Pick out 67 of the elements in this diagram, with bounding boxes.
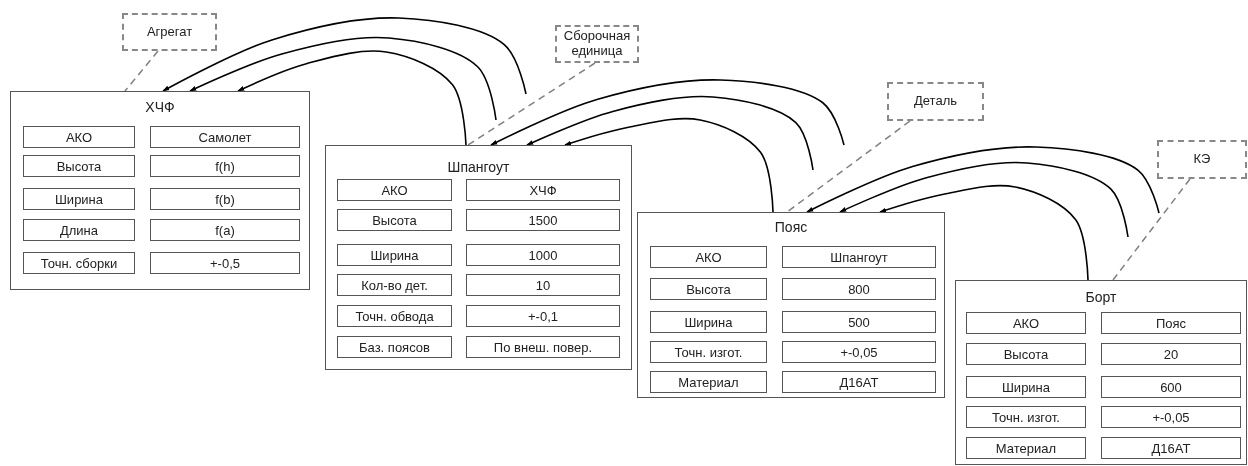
- table-cell: АКО: [337, 179, 452, 201]
- table-cell: Ширина: [966, 376, 1086, 398]
- table-cell: Высота: [337, 209, 452, 231]
- table-cell: Шпангоут: [782, 246, 936, 268]
- table-cell: 600: [1101, 376, 1241, 398]
- table-cell: АКО: [23, 126, 135, 148]
- table-cell: Ширина: [23, 188, 135, 210]
- table-cell: ХЧФ: [466, 179, 620, 201]
- table-cell: 20: [1101, 343, 1241, 365]
- table-cell: +-0,5: [150, 252, 300, 274]
- arrow: [839, 161, 1129, 238]
- frame-title: Борт: [1084, 289, 1118, 305]
- table-cell: Д16АТ: [782, 371, 936, 393]
- arrow: [879, 184, 1089, 281]
- leader-line: [786, 120, 911, 213]
- dashed-callout-box: Сборочная единица: [555, 25, 639, 63]
- table-cell: Баз. поясов: [337, 336, 452, 358]
- table-cell: Точн. изгот.: [966, 406, 1086, 428]
- table-cell: Самолет: [150, 126, 300, 148]
- dashed-callout-box: КЭ: [1157, 140, 1247, 179]
- table-cell: f(b): [150, 188, 300, 210]
- table-cell: +-0,05: [782, 341, 936, 363]
- leader-line: [467, 62, 596, 146]
- table-cell: Ширина: [650, 311, 767, 333]
- table-cell: Материал: [966, 437, 1086, 459]
- table-cell: 1500: [466, 209, 620, 231]
- table-cell: +-0,1: [466, 305, 620, 327]
- table-cell: Материал: [650, 371, 767, 393]
- table-cell: Длина: [23, 219, 135, 241]
- dashed-callout-box: Деталь: [887, 82, 984, 121]
- frame-box: [10, 91, 310, 290]
- table-cell: 800: [782, 278, 936, 300]
- arrow: [526, 95, 814, 171]
- arrow: [189, 36, 497, 121]
- arrow: [490, 79, 845, 146]
- table-cell: Высота: [650, 278, 767, 300]
- frame-title: Пояс: [773, 219, 809, 235]
- table-cell: Ширина: [337, 244, 452, 266]
- leader-line: [1112, 178, 1191, 281]
- table-cell: Точн. изгот.: [650, 341, 767, 363]
- dashed-callout-box: Агрегат: [122, 13, 217, 51]
- leader-line: [124, 50, 159, 92]
- frame-title: ХЧФ: [144, 99, 176, 115]
- frame-box: [325, 145, 632, 370]
- table-cell: f(a): [150, 219, 300, 241]
- table-cell: Высота: [23, 155, 135, 177]
- table-cell: АКО: [966, 312, 1086, 334]
- table-cell: +-0,05: [1101, 406, 1241, 428]
- frame-box: [955, 280, 1247, 465]
- table-cell: 1000: [466, 244, 620, 266]
- frame-title: Шпангоут: [446, 159, 511, 175]
- table-cell: Точн. сборки: [23, 252, 135, 274]
- frame-box: [637, 212, 945, 398]
- arrow: [806, 146, 1160, 214]
- table-cell: f(h): [150, 155, 300, 177]
- table-cell: Д16АТ: [1101, 437, 1241, 459]
- arrow: [564, 117, 774, 213]
- table-cell: 500: [782, 311, 936, 333]
- table-cell: По внеш. повер.: [466, 336, 620, 358]
- table-cell: Высота: [966, 343, 1086, 365]
- arrow: [237, 50, 467, 146]
- table-cell: АКО: [650, 246, 767, 268]
- table-cell: Кол-во дет.: [337, 274, 452, 296]
- table-cell: Пояс: [1101, 312, 1241, 334]
- table-cell: 10: [466, 274, 620, 296]
- table-cell: Точн. обвода: [337, 305, 452, 327]
- arrow: [162, 17, 527, 95]
